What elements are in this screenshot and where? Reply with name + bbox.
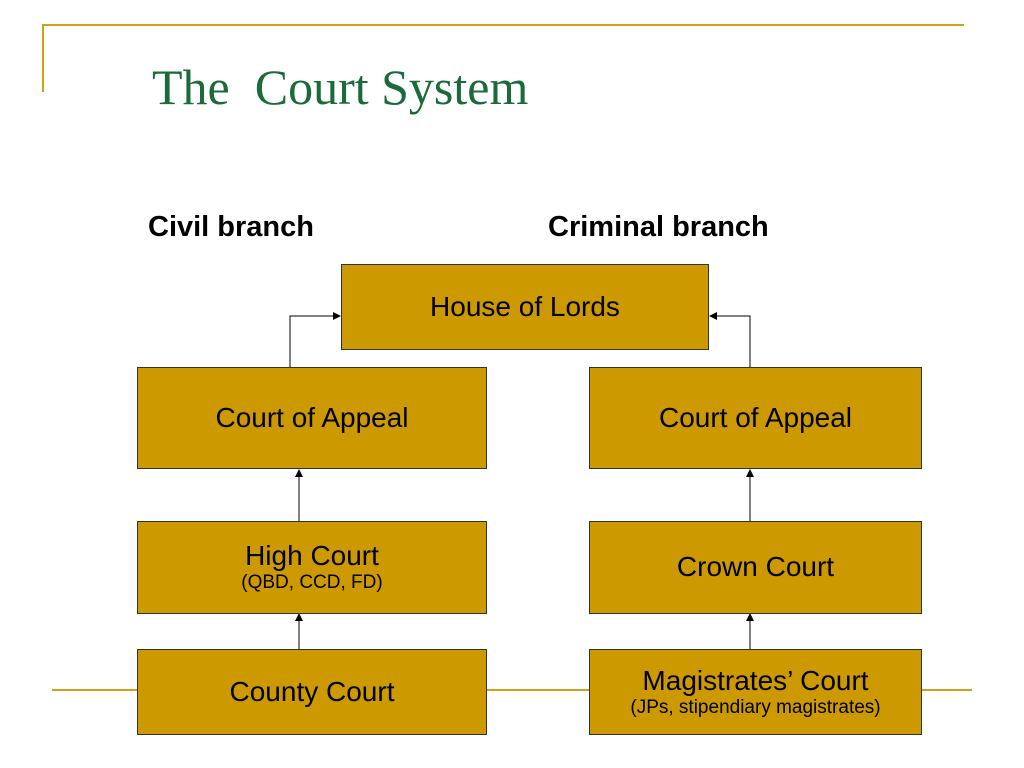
crown-court-box: Crown Court xyxy=(589,521,922,614)
high-court-box: High Court (QBD, CCD, FD) xyxy=(137,521,487,614)
civil-branch-label: Civil branch xyxy=(148,211,314,243)
magistrates-court-label: Magistrates’ Court xyxy=(642,664,869,696)
criminal-court-of-appeal-box: Court of Appeal xyxy=(589,367,922,469)
bottom-center-accent-line xyxy=(486,689,590,691)
magistrates-court-members: (JPs, stipendiary magistrates) xyxy=(630,696,881,718)
criminal-appeal-to-lords-arrow xyxy=(709,312,751,367)
top-accent-line xyxy=(42,24,964,26)
civil-appeal-to-lords-arrow xyxy=(289,312,341,367)
civil-court-of-appeal-label: Court of Appeal xyxy=(215,401,409,433)
high-court-divisions: (QBD, CCD, FD) xyxy=(241,572,383,594)
civil-court-of-appeal-box: Court of Appeal xyxy=(137,367,487,469)
house-of-lords-label: House of Lords xyxy=(430,290,620,322)
high-court-label: High Court xyxy=(245,540,379,571)
left-accent-line xyxy=(42,24,44,92)
house-of-lords-box: House of Lords xyxy=(341,264,709,350)
slide-title: The Court System xyxy=(152,59,529,115)
crown-court-label: Crown Court xyxy=(676,551,835,583)
criminal-court-of-appeal-label: Court of Appeal xyxy=(658,401,853,433)
bottom-right-accent-line xyxy=(920,689,972,691)
county-court-box: County Court xyxy=(137,649,487,735)
bottom-left-accent-line xyxy=(52,689,138,691)
county-court-label: County Court xyxy=(229,675,395,707)
magistrates-court-box: Magistrates’ Court (JPs, stipendiary mag… xyxy=(589,649,922,735)
criminal-branch-label: Criminal branch xyxy=(548,211,769,243)
